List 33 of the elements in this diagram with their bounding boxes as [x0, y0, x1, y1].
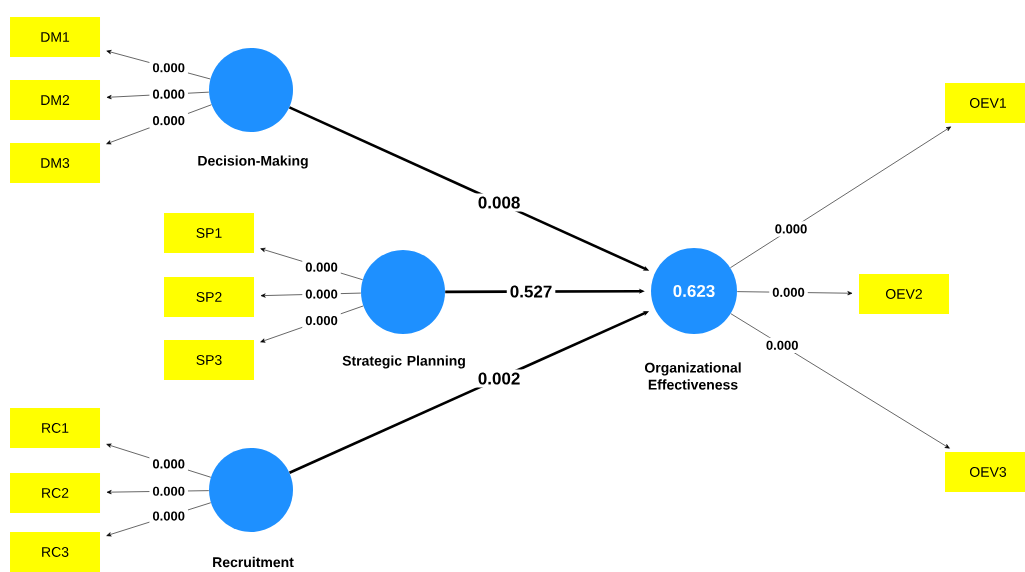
edge-label: 0.527 — [506, 282, 556, 301]
construct-label: Strategic Planning — [342, 355, 465, 369]
edge-label: 0.002 — [474, 369, 524, 388]
indicator-box: OEV3 — [945, 452, 1025, 492]
indicator-box: RC3 — [10, 532, 100, 572]
indicator-box: RC1 — [10, 408, 100, 448]
indicator-box: DM1 — [10, 17, 100, 57]
construct-label: Organizational Effectiveness — [644, 362, 741, 390]
indicator-box: OEV1 — [945, 83, 1025, 123]
edge-label: 0.000 — [771, 221, 811, 237]
edge-label: 0.000 — [149, 456, 188, 472]
indicator-box: SP1 — [164, 213, 254, 253]
arrow — [730, 126, 952, 269]
construct-label: Recruitment — [213, 556, 294, 568]
edge-label: 0.000 — [149, 60, 188, 76]
edge-label: 0.000 — [149, 113, 188, 129]
edge-label: 0.000 — [302, 286, 341, 302]
edge-label: 0.000 — [302, 312, 341, 329]
indicator-box: DM3 — [10, 143, 100, 183]
indicator-box: OEV2 — [859, 274, 949, 314]
arrow — [730, 313, 950, 449]
edge-label: 0.000 — [762, 337, 802, 353]
indicator-box: RC2 — [10, 473, 100, 513]
indicator-box: SP3 — [164, 340, 254, 380]
edge-label: 0.008 — [474, 193, 524, 212]
indicator-box: SP2 — [164, 277, 254, 317]
edge-label: 0.000 — [149, 86, 188, 102]
edge-label: 0.000 — [149, 483, 188, 499]
edge-label: 0.000 — [769, 284, 808, 300]
edge-label: 0.000 — [302, 259, 341, 275]
edge-label: 0.000 — [149, 508, 188, 524]
indicator-box: DM2 — [10, 80, 100, 120]
construct-label: Decision-Making — [198, 155, 308, 169]
